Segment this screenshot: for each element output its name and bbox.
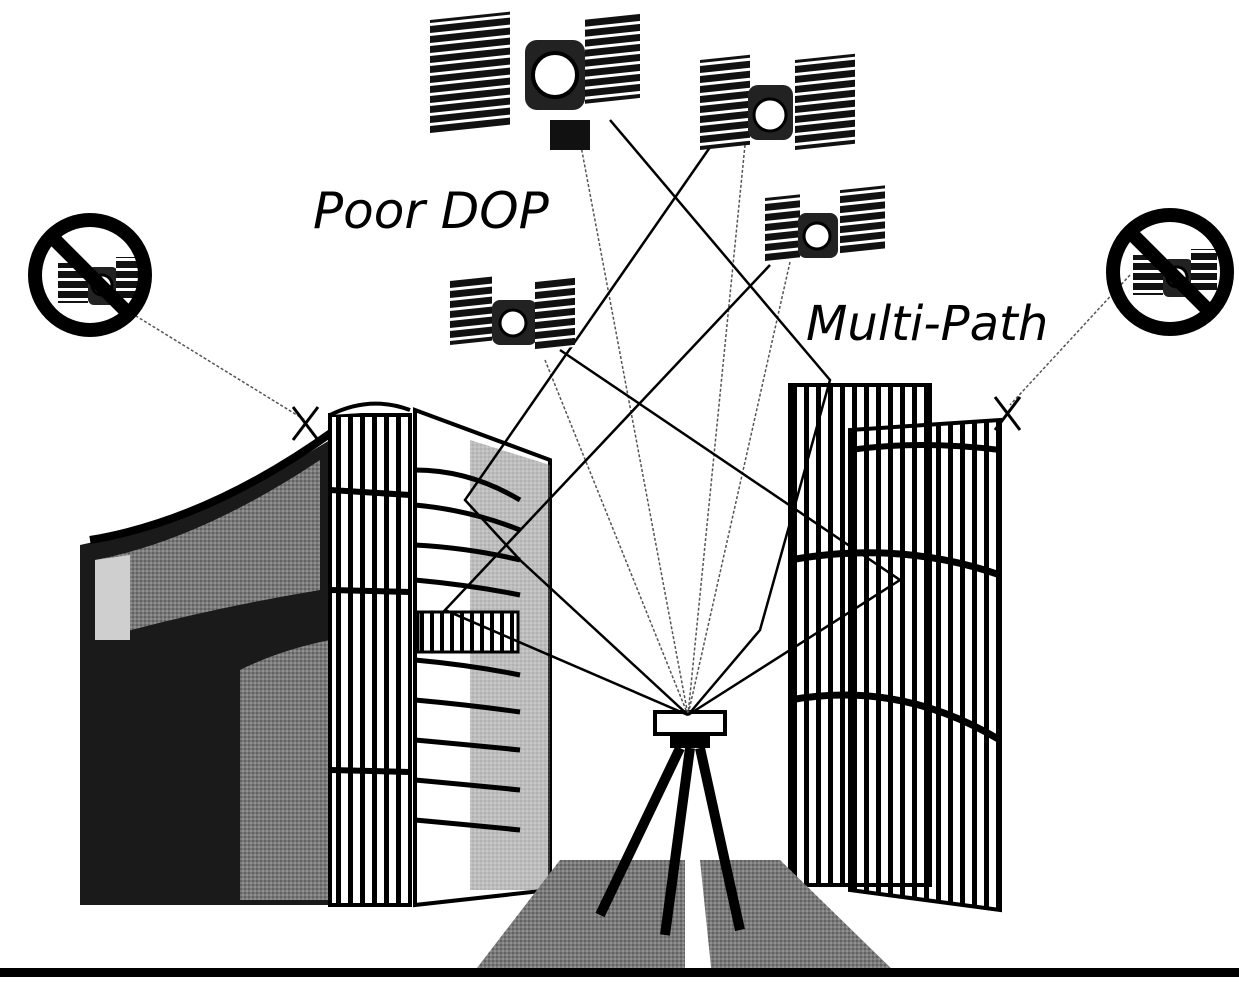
floored-building xyxy=(413,407,552,908)
block-mark-left xyxy=(291,406,320,441)
satellite-3 xyxy=(765,185,885,263)
left-curved-building xyxy=(80,426,338,905)
right-building xyxy=(788,383,1002,913)
blocked-satellite-left xyxy=(28,213,152,337)
multipath-signals xyxy=(442,119,903,717)
satellite-1 xyxy=(430,11,640,150)
road xyxy=(470,860,900,977)
satellite-2 xyxy=(700,53,855,151)
poor-dop-label: Poor DOP xyxy=(313,182,549,240)
direct-signals xyxy=(109,129,1131,716)
blocked-satellite-right xyxy=(1106,208,1234,336)
block-mark-right xyxy=(993,396,1022,431)
satellite-4 xyxy=(450,275,575,352)
bottom-border xyxy=(0,968,1239,977)
striped-tower xyxy=(328,401,412,907)
multi-path-label: Multi-Path xyxy=(806,296,1049,352)
